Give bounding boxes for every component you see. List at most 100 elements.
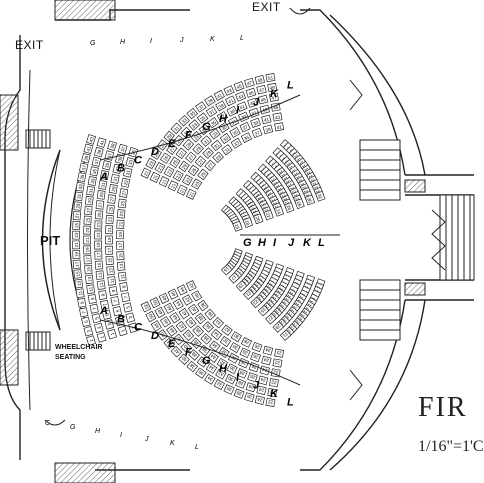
svg-text:3: 3 [117, 319, 123, 323]
svg-text:33: 33 [201, 126, 208, 133]
svg-text:41: 41 [227, 98, 234, 105]
svg-text:37: 37 [107, 152, 113, 159]
seat: 34 [205, 362, 218, 374]
svg-text:37: 37 [208, 108, 215, 115]
svg-text:31: 31 [281, 331, 288, 338]
svg-text:43: 43 [275, 114, 281, 120]
svg-text:34: 34 [211, 342, 218, 349]
svg-text:35: 35 [92, 168, 98, 174]
svg-text:39: 39 [207, 98, 214, 105]
seat: 48 [154, 306, 166, 319]
seat: 23 [145, 157, 157, 170]
seat: 24 [254, 395, 265, 405]
svg-text:30: 30 [227, 375, 234, 382]
svg-text:29: 29 [75, 203, 81, 209]
seat: 19 [116, 230, 124, 240]
seat: 13 [106, 265, 115, 276]
seat: 7 [79, 307, 89, 318]
svg-text:19: 19 [107, 237, 112, 243]
seat: 16 [232, 220, 243, 232]
row-letter: L [287, 396, 294, 408]
seat: 35 [77, 172, 87, 183]
svg-text:43: 43 [249, 100, 256, 107]
svg-text:21: 21 [118, 221, 123, 227]
seat: 30 [229, 342, 241, 354]
seat: 42 [181, 294, 193, 306]
svg-text:24: 24 [265, 347, 272, 353]
seat: 1 [96, 332, 107, 343]
seat: 5 [91, 313, 102, 324]
svg-text:23: 23 [108, 216, 113, 222]
seat: 41 [274, 122, 285, 132]
svg-text:17: 17 [107, 247, 112, 253]
seat: 5 [81, 316, 91, 327]
svg-text:30: 30 [233, 333, 240, 340]
pit-label: PIT [40, 233, 61, 248]
svg-text:29: 29 [111, 186, 117, 192]
svg-text:22: 22 [272, 369, 278, 375]
svg-text:19: 19 [118, 232, 123, 238]
svg-text:7: 7 [102, 303, 108, 307]
seat: 27 [84, 205, 93, 216]
seat: 31 [98, 180, 108, 190]
svg-text:15: 15 [107, 257, 112, 263]
seat: 29 [212, 151, 224, 164]
seat: 26 [251, 341, 263, 353]
seat: 46 [160, 316, 172, 328]
seat: 21 [83, 235, 91, 245]
svg-text:42: 42 [173, 347, 180, 354]
seat: 24 [259, 365, 270, 376]
svg-text:15: 15 [75, 271, 81, 277]
svg-text:34: 34 [208, 364, 215, 371]
svg-text:21: 21 [85, 237, 90, 243]
row-letter: H [258, 237, 267, 249]
svg-text:21: 21 [96, 232, 101, 238]
svg-text:41: 41 [216, 92, 223, 99]
seat: 5 [112, 306, 122, 317]
row-letter: J [253, 380, 260, 392]
svg-text:28: 28 [239, 369, 246, 376]
svg-text:33: 33 [191, 122, 198, 129]
svg-text:48: 48 [157, 308, 164, 315]
svg-text:41: 41 [99, 139, 105, 146]
svg-text:31: 31 [125, 169, 131, 176]
seat: 9 [77, 297, 87, 308]
svg-text:27: 27 [178, 150, 185, 157]
svg-text:42: 42 [181, 309, 188, 316]
svg-text:1: 1 [110, 332, 116, 336]
svg-text:21: 21 [107, 227, 112, 233]
svg-text:42: 42 [178, 323, 185, 330]
svg-text:15: 15 [118, 253, 123, 259]
svg-text:31: 31 [113, 176, 119, 182]
seat: 21 [158, 176, 170, 188]
svg-text:13: 13 [87, 276, 93, 282]
seat: 28 [239, 347, 251, 359]
svg-text:36: 36 [199, 358, 206, 365]
pit-steps [25, 129, 51, 351]
seat: 21 [72, 240, 80, 250]
seat: 7 [110, 296, 120, 307]
seat: 31 [86, 185, 96, 196]
seat: 27 [175, 147, 188, 160]
seat: 44 [166, 325, 178, 337]
svg-text:35: 35 [232, 129, 239, 136]
svg-text:13: 13 [98, 272, 104, 278]
svg-text:21: 21 [170, 182, 177, 189]
svg-text:41: 41 [239, 104, 246, 111]
svg-text:31: 31 [100, 182, 106, 188]
seat: 37 [117, 143, 128, 155]
svg-text:36: 36 [207, 310, 214, 317]
svg-text:17: 17 [85, 257, 90, 263]
svg-text:31: 31 [203, 138, 210, 145]
seat: 21 [149, 171, 161, 183]
seat: 39 [226, 105, 238, 117]
seat: 41 [213, 89, 225, 101]
seat: 34 [204, 373, 216, 385]
svg-text:23: 23 [184, 176, 191, 183]
seat: 32 [215, 368, 227, 380]
svg-text:35: 35 [199, 115, 206, 122]
svg-text:32: 32 [220, 348, 227, 355]
seat: 40 [191, 290, 203, 302]
svg-text:47: 47 [271, 95, 277, 101]
seat: 44 [176, 284, 188, 296]
